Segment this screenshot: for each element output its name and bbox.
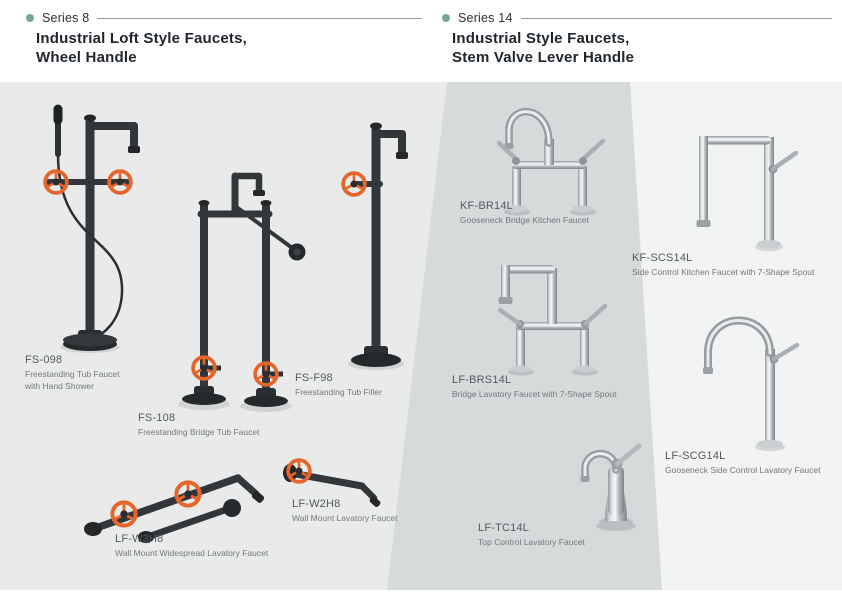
product-code: LF-SCG14L [665,450,726,462]
product-code: LF-W2H8 [292,498,341,510]
series8-rule [97,17,422,19]
lf-tc14l-product-image [580,443,642,531]
product-code: KF-BR14L [460,200,513,212]
product-code: FS-098 [25,354,63,366]
product-label-fs098: FS-098 Freestanding Tub Faucet with Hand… [25,354,145,393]
lf-brs14l-product-image [497,265,608,376]
product-desc: Side Control Kitchen Faucet with 7-Shape… [632,267,815,277]
product-desc-line2: with Hand Shower [25,380,94,391]
product-desc: Freestanding Tub Filler [295,387,382,397]
kf-scs14l-product-image [696,136,799,251]
series14-title: Industrial Style Faucets, Stem Valve Lev… [452,30,634,68]
fs-108-product-image [178,172,306,412]
product-desc: Freestanding Tub Faucet [25,369,120,379]
product-desc: Freestanding Bridge Tub Faucet [138,427,260,437]
product-code: LF-BRS14L [452,374,512,386]
lf-w2h8-product-image [283,458,381,507]
lever-handle [582,303,608,327]
fs-098-product-image [43,104,140,353]
lever-handle [497,307,523,327]
product-label-kfbr14l: KF-BR14L Gooseneck Bridge Kitchen Faucet [460,200,650,227]
series8-title-line2: Wheel Handle [36,48,137,66]
lever-handle [496,140,519,162]
lever-handle [614,443,642,467]
product-code: FS-F98 [295,372,333,384]
lf-scg14l-product-image [703,316,800,451]
shower-hose [56,153,124,341]
series14-label: Series 14 [458,11,513,25]
series14-rule [520,17,832,19]
lever-handle [771,342,800,362]
product-code: FS-108 [138,412,176,424]
series8-title-line1: Industrial Loft Style Faucets, [36,30,248,47]
series14-title-line2: Stem Valve Lever Handle [452,48,635,66]
series8-title: Industrial Loft Style Faucets, Wheel Han… [36,30,247,68]
product-label-lfscg14l: LF-SCG14L Gooseneck Side Control Lavator… [665,450,842,477]
series8-header: Series 8 [26,11,422,25]
kf-br14l-product-image [496,107,606,216]
product-label-lfw3h8: LF-W3H8 Wall Mount Widespread Lavatory F… [115,533,315,560]
product-label-fsf98: FS-F98 Freestanding Tub Filler [295,372,435,399]
series14-title-line1: Industrial Style Faucets, [452,30,630,47]
product-desc: Gooseneck Bridge Kitchen Faucet [460,215,589,225]
product-desc: Top Control Lavatory Faucet [478,537,585,547]
series8-bullet-icon [26,14,34,22]
product-code: LF-W3H8 [115,533,164,545]
product-desc: Wall Mount Lavatory Faucet [292,513,398,523]
lf-w3h8-product-image [84,474,265,543]
product-desc: Wall Mount Widespread Lavatory Faucet [115,548,269,558]
series14-bullet-icon [442,14,450,22]
product-label-lfbrs14l: LF-BRS14L Bridge Lavatory Faucet with 7-… [452,374,652,401]
product-code: LF-TC14L [478,522,530,534]
series14-header: Series 14 [442,11,832,25]
product-code: KF-SCS14L [632,252,693,264]
product-label-lftc14l: LF-TC14L Top Control Lavatory Faucet [478,522,648,549]
product-desc: Bridge Lavatory Faucet with 7-Shape Spou… [452,389,617,399]
product-label-fs108: FS-108 Freestanding Bridge Tub Faucet [138,412,308,439]
product-label-kfscs14l: KF-SCS14L Side Control Kitchen Faucet wi… [632,252,832,279]
lever-handle [770,150,799,172]
lever-handle [580,138,606,162]
product-label-lfw2h8: LF-W2H8 Wall Mount Lavatory Faucet [292,498,452,525]
series8-label: Series 8 [42,11,90,25]
fs-f98-product-image [341,122,408,370]
product-desc: Gooseneck Side Control Lavatory Faucet [665,465,821,475]
